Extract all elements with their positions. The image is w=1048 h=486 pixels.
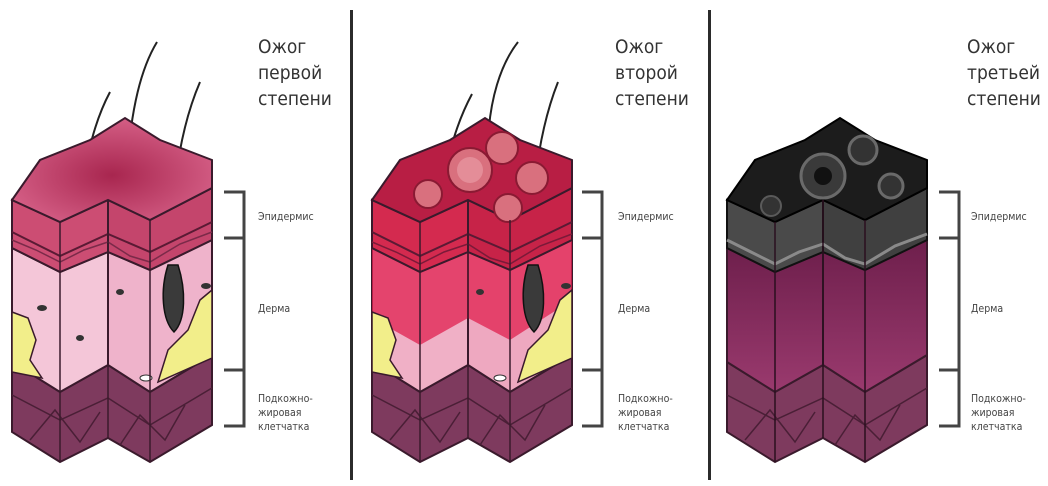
gland [476, 289, 484, 295]
panel-title: Ожог третьей степени [967, 34, 1048, 112]
gland [37, 305, 47, 311]
gland [116, 289, 124, 295]
skin-block-second-degree [360, 0, 600, 486]
label-subcutaneous-fat: Подкожно- жировая клетчатка [971, 392, 1026, 434]
label-epidermis: Эпидермис [618, 210, 674, 224]
label-epidermis: Эпидермис [258, 210, 314, 224]
label-subcutaneous-fat: Подкожно- жировая клетчатка [618, 392, 673, 434]
panel-second-degree: Ожог второй степени Эпидермис Дерма Подк… [360, 0, 710, 486]
label-subcutaneous-fat: Подкожно- жировая клетчатка [258, 392, 313, 434]
label-dermis: Дерма [258, 302, 290, 316]
title-line: Ожог [967, 34, 1048, 60]
layer-brackets [937, 190, 967, 430]
skin-block-third-degree [715, 0, 955, 486]
skin-block-first-degree [0, 0, 240, 486]
gland [201, 283, 211, 289]
panel-third-degree: Ожог третьей степени Эпидермис Дерма Под… [715, 0, 1048, 486]
label-epidermis: Эпидермис [971, 210, 1027, 224]
title-line: третьей [967, 60, 1048, 86]
panel-divider [708, 10, 711, 480]
layer-brackets [222, 190, 252, 430]
gland [76, 335, 84, 341]
panel-first-degree: Ожог первой степени Эпидермис Дерма Подк… [0, 0, 350, 486]
panel-divider [350, 10, 353, 480]
label-dermis: Дерма [618, 302, 650, 316]
layer-brackets [580, 190, 610, 430]
gland [561, 283, 571, 289]
label-dermis: Дерма [971, 302, 1003, 316]
title-line: степени [967, 86, 1048, 112]
